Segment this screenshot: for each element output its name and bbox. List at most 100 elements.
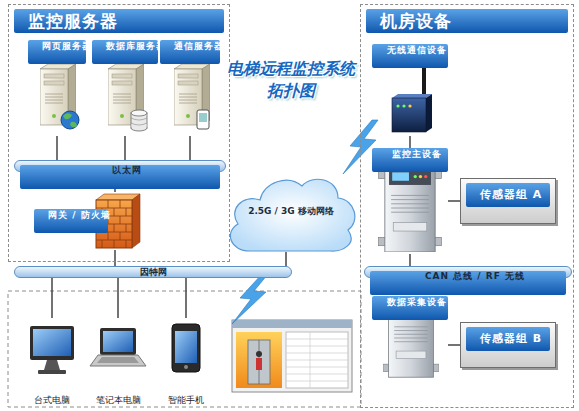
network-bus: 因特网 — [14, 266, 292, 278]
group-region: 机房设备无线通信设备监控主设备传感器组 A CAN 总线 / RF 无线传感器组 … — [360, 4, 574, 408]
node-label: 网关 / 防火墙 — [34, 209, 108, 233]
server-node: 网页服务器 — [28, 40, 86, 136]
sensor-box: 传感器组 B — [460, 322, 556, 368]
laptop-icon — [103, 331, 133, 352]
database-symbol — [131, 118, 147, 125]
app-screenshot — [232, 320, 352, 392]
connector-line — [185, 278, 187, 318]
app-screenshot — [256, 358, 262, 370]
app-screenshot — [286, 332, 348, 388]
phone-symbol — [199, 113, 207, 122]
node-label: 智能手机 — [156, 394, 216, 406]
phone-symbol — [197, 110, 209, 129]
device-node: 数据采集设备 — [372, 292, 448, 404]
node-label: 因特网 — [15, 267, 291, 277]
server-icon — [40, 64, 210, 125]
database-symbol — [131, 125, 147, 131]
client-region-outline — [8, 291, 361, 407]
wireless-router-icon — [408, 104, 411, 107]
server-node: 通信服务器 — [160, 40, 220, 136]
app-screenshot — [248, 340, 270, 384]
globe-symbol — [61, 111, 79, 129]
smartphone-icon — [175, 331, 197, 363]
server-node: 数据库服务器 — [92, 40, 158, 136]
cloud-shape — [230, 179, 354, 251]
wireless-link-bolt — [232, 274, 268, 324]
node-label: 2.5G / 3G 移动网络 — [248, 205, 334, 218]
smartphone-icon — [172, 324, 200, 372]
app-screenshot — [256, 351, 262, 357]
connector-line — [448, 344, 460, 346]
desktop-icon — [30, 326, 74, 360]
wireless-router-icon — [426, 94, 432, 132]
node-label: 通信服务器 — [160, 40, 220, 64]
database-symbol — [131, 110, 147, 131]
smartphone-icon — [184, 365, 188, 369]
wireless-router-icon — [392, 94, 432, 98]
node-label: 数据采集设备 — [372, 296, 448, 320]
terminal-node: 台式电脑 — [22, 318, 82, 406]
desktop-icon — [38, 370, 66, 374]
wireless-router-icon — [396, 104, 399, 107]
database-symbol — [131, 110, 147, 116]
laptop-icon — [90, 328, 146, 366]
terminal-node: 笔记本电脑 — [88, 318, 148, 406]
connector-line — [409, 136, 411, 148]
node-label: 无线通信设备 — [372, 44, 448, 68]
diagram-title: 电梯远程监控系统 拓扑图 — [222, 58, 360, 102]
group-region: 监控服务器网页服务器数据库服务器通信服务器以太网网关 / 防火墙 — [8, 4, 230, 262]
server-icon — [174, 64, 210, 125]
connector-line — [409, 254, 411, 266]
connector-line — [189, 136, 191, 160]
globe-symbol — [63, 113, 72, 119]
desktop-icon — [33, 329, 71, 356]
sensor-box: 传感器组 A — [460, 178, 556, 224]
node-label: 监控主设备 — [372, 148, 448, 172]
node-label: 台式电脑 — [22, 394, 82, 406]
connector-line — [114, 250, 116, 266]
mobile-network-cloud: 2.5G / 3G 移动网络 — [222, 170, 360, 252]
globe-symbol — [70, 122, 77, 127]
app-screenshot — [232, 320, 352, 328]
network-bus: 以太网 — [14, 160, 226, 172]
connector-line — [285, 252, 287, 266]
smartphone-icon — [172, 324, 200, 372]
app-screenshot — [286, 332, 348, 388]
connector-line — [124, 136, 126, 160]
phone-symbol — [197, 110, 209, 129]
wireless-router-icon — [392, 98, 426, 132]
device-node: 监控主设备 — [372, 148, 448, 254]
node-label: 传感器组 A — [466, 183, 550, 207]
globe-symbol — [61, 111, 79, 129]
connector-line — [56, 136, 58, 160]
device-node: 无线通信设备 — [372, 44, 448, 136]
firewall-icon — [132, 194, 140, 248]
firewall-node: 网关 / 防火墙 — [34, 192, 144, 250]
node-label: 监控服务器 — [14, 9, 224, 33]
wireless-router-icon — [402, 104, 405, 107]
app-screenshot — [232, 320, 352, 392]
node-label: 以太网 — [20, 165, 220, 189]
wireless-router-icon — [392, 60, 432, 132]
laptop-icon — [100, 328, 136, 355]
app-screenshot — [236, 332, 282, 388]
node-label: 数据库服务器 — [92, 40, 158, 64]
node-label: 网页服务器 — [28, 40, 86, 64]
server-icon — [40, 64, 76, 125]
controller-device-icon — [379, 164, 442, 252]
node-label: CAN 总线 / RF 无线 — [370, 271, 566, 295]
node-label: 传感器组 B — [466, 327, 550, 351]
desktop-icon — [30, 326, 74, 374]
laptop-icon — [90, 355, 146, 366]
node-label: 笔记本电脑 — [88, 394, 148, 406]
network-bus: CAN 总线 / RF 无线 — [364, 266, 572, 278]
node-label: 机房设备 — [366, 9, 568, 33]
laptop-icon — [97, 357, 139, 363]
terminal-node: 智能手机 — [156, 318, 216, 406]
connector-line — [117, 278, 119, 318]
desktop-icon — [44, 360, 60, 370]
connector-line — [51, 278, 53, 318]
client-region-outline — [8, 291, 361, 407]
